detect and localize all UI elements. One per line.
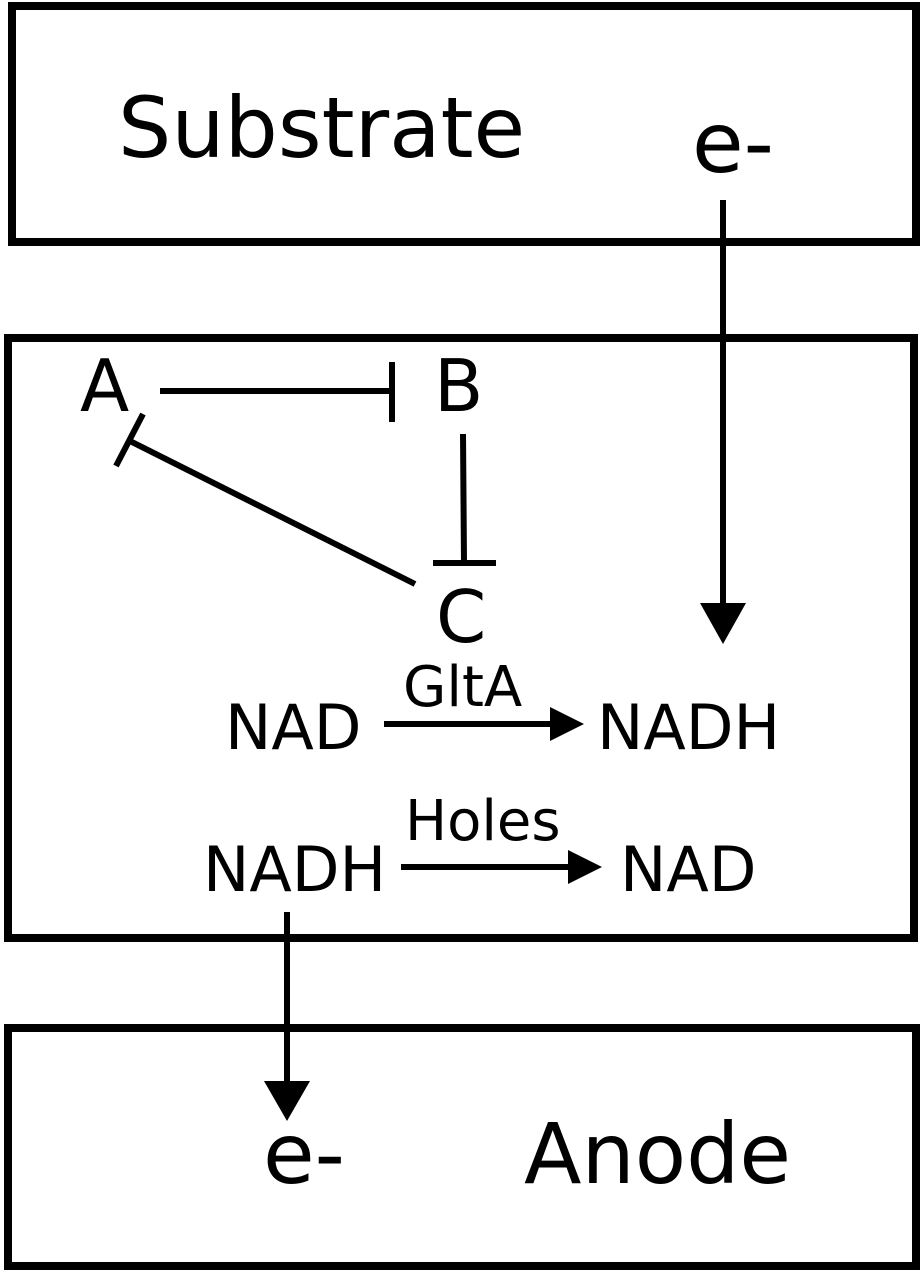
reaction2-arrow: [401, 850, 602, 884]
reaction1-product: NADH: [597, 691, 780, 764]
anode-electron-label: e-: [263, 1105, 345, 1203]
b-inhibits-c-edge: [433, 433, 496, 566]
reaction2-product: NAD: [620, 833, 757, 906]
node-a: A: [80, 344, 129, 428]
cell-box: [4, 334, 918, 942]
c-inhibits-a-edge: [113, 412, 417, 587]
reaction1-enzyme: GltA: [403, 655, 522, 720]
cell-to-anode-electron-arrow: [264, 912, 310, 1121]
substrate-to-cell-electron-arrow: [700, 200, 746, 644]
substrate-box: [8, 2, 920, 246]
node-b: B: [434, 344, 483, 428]
reaction1-arrow: [384, 707, 584, 741]
reaction1-reactant: NAD: [225, 691, 362, 764]
a-inhibits-b-edge: [160, 362, 395, 422]
reaction2-enzyme: Holes: [405, 789, 561, 854]
anode-box: [4, 1024, 920, 1270]
substrate-label: Substrate: [118, 79, 525, 177]
anode-label: Anode: [524, 1105, 791, 1203]
node-c: C: [436, 575, 486, 659]
reaction2-reactant: NADH: [203, 833, 386, 906]
substrate-electron-label: e-: [692, 94, 774, 192]
